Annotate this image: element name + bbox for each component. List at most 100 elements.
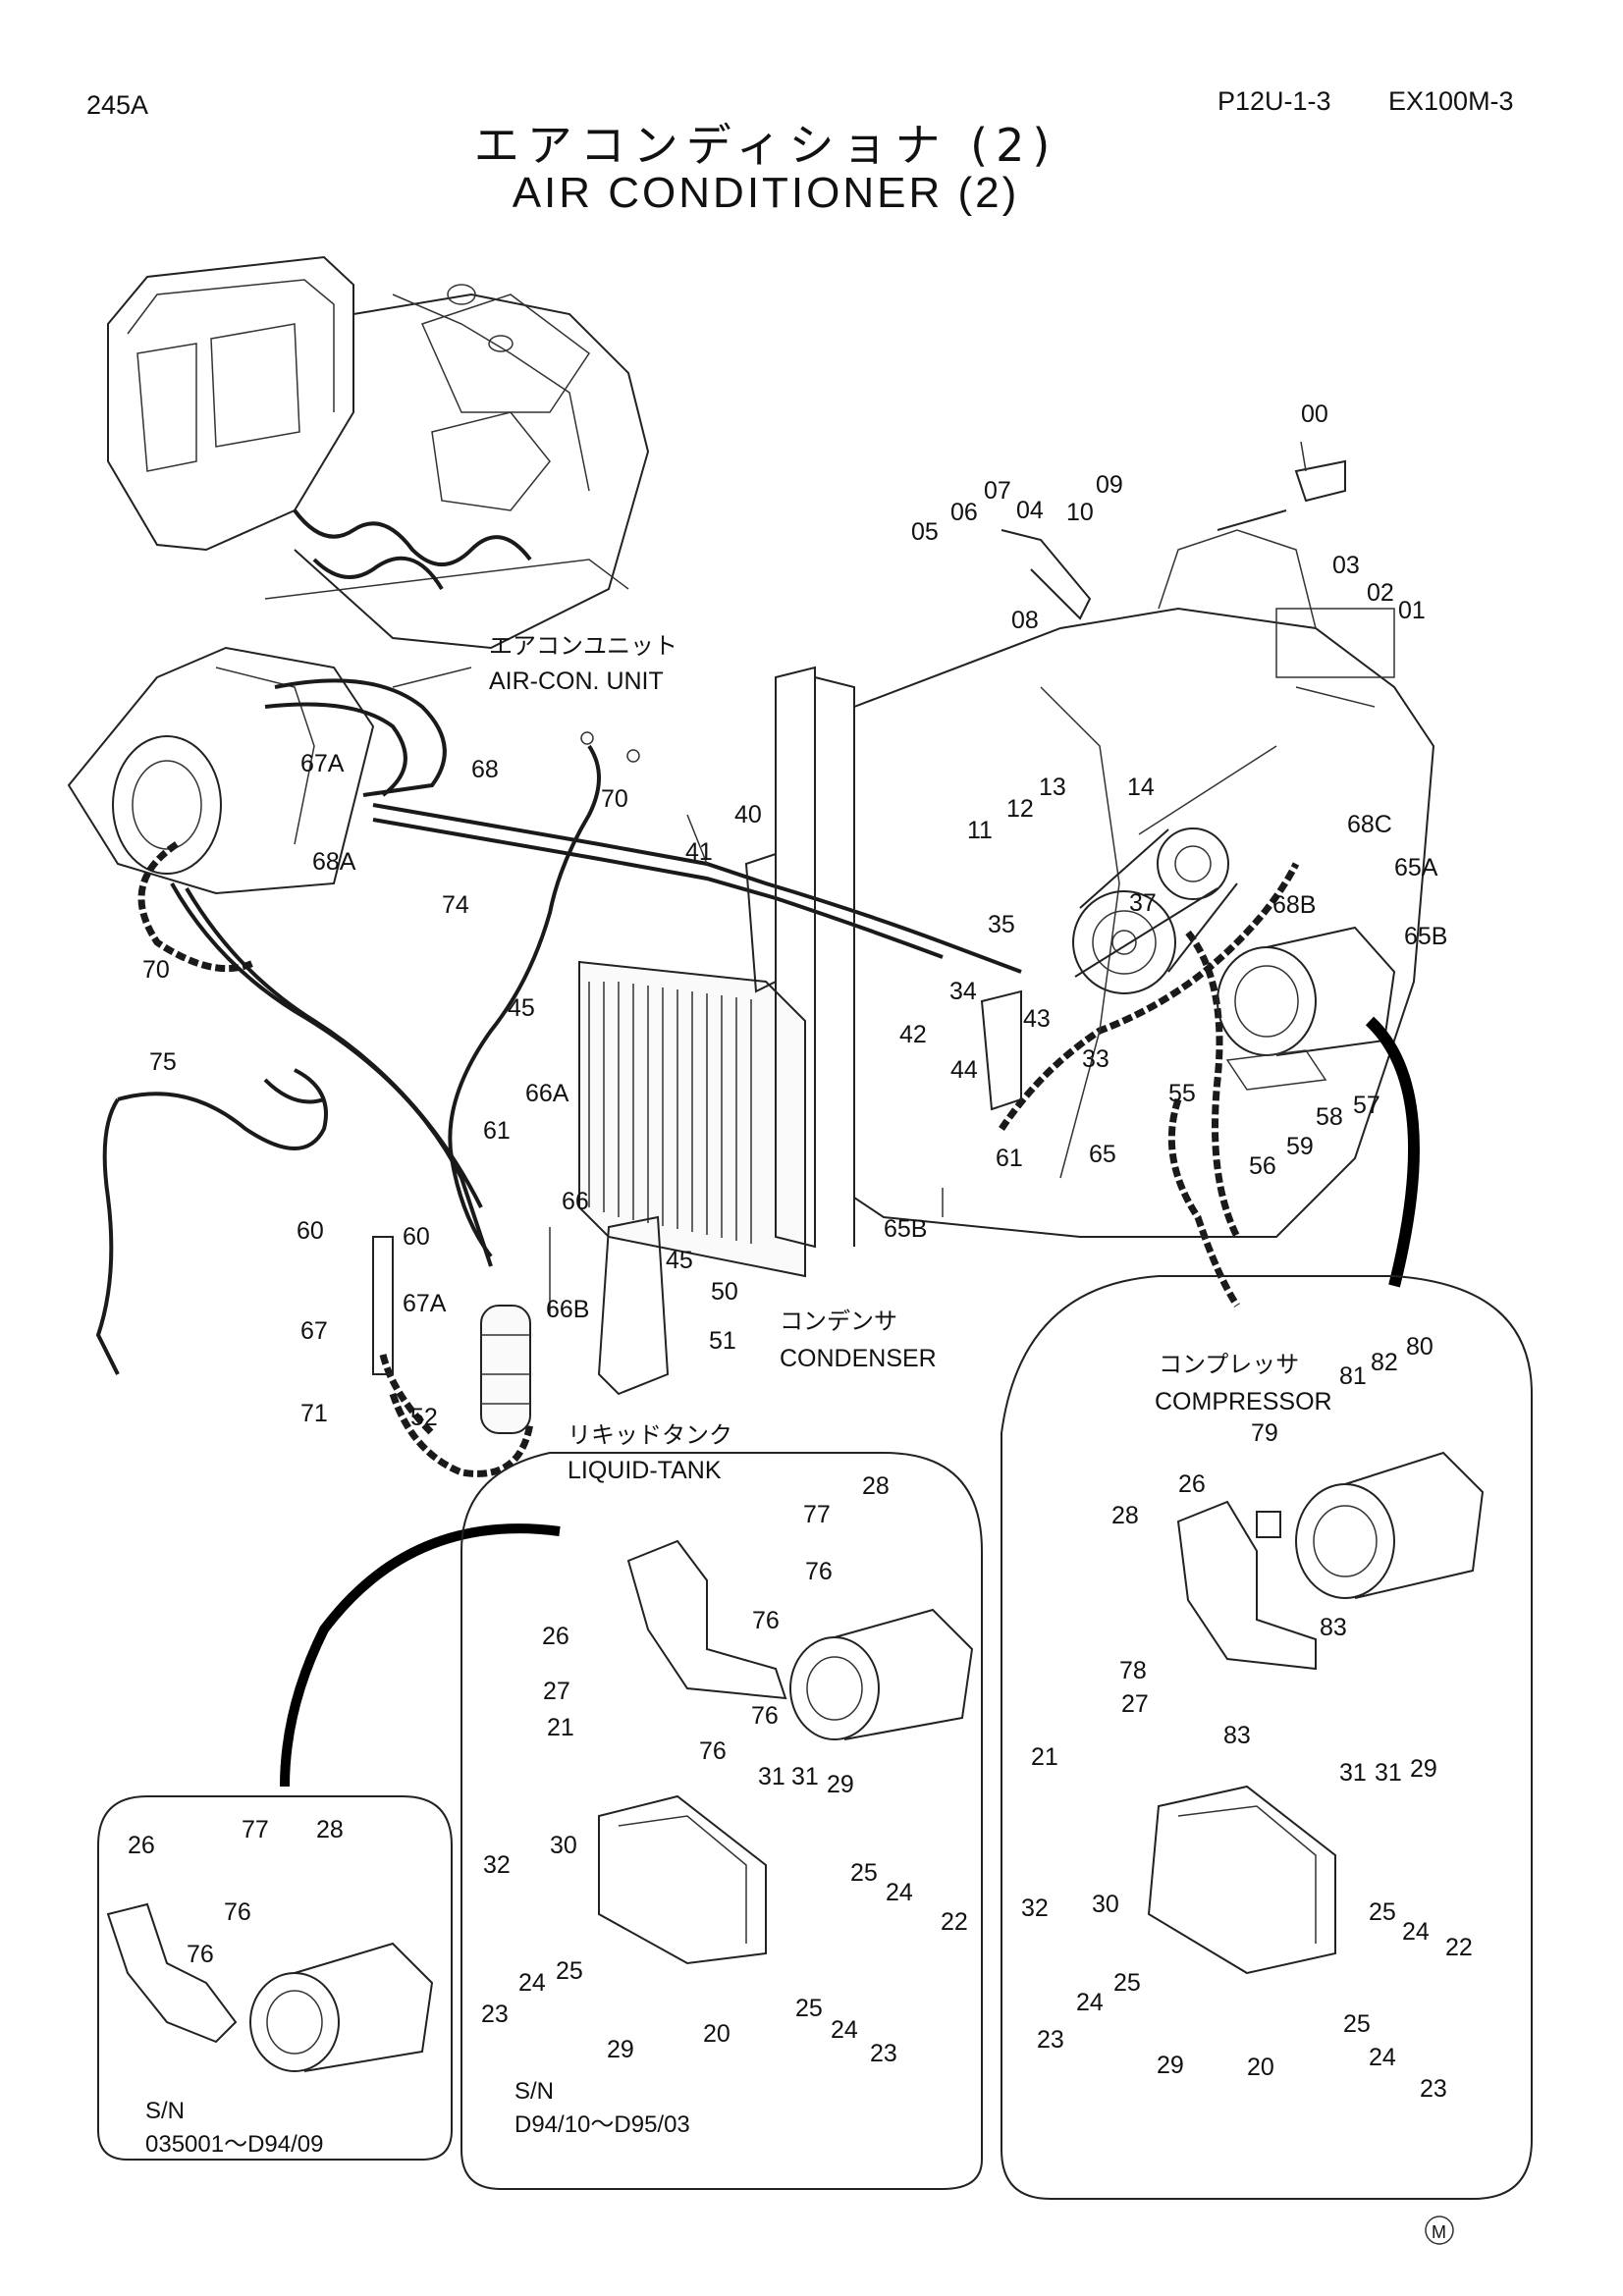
condenser <box>578 666 855 1278</box>
part-number-25: 25 <box>1369 1898 1396 1926</box>
part-number-58: 58 <box>1316 1103 1343 1131</box>
part-number-52: 52 <box>410 1404 438 1431</box>
part-number-65b: 65B <box>884 1215 927 1243</box>
part-number-45: 45 <box>666 1247 693 1274</box>
part-number-51: 51 <box>709 1327 736 1355</box>
part-number-05: 05 <box>911 518 939 546</box>
part-number-31: 31 <box>1375 1759 1402 1787</box>
middle-inset-sn: S/N <box>514 2078 554 2105</box>
part-number-68a: 68A <box>312 848 356 876</box>
part-number-65: 65 <box>1089 1141 1116 1168</box>
mark-circle <box>1425 2216 1454 2245</box>
part-number-76: 76 <box>224 1898 251 1926</box>
part-number-02: 02 <box>1367 579 1394 607</box>
part-number-45: 45 <box>508 994 535 1022</box>
part-number-55: 55 <box>1168 1080 1196 1107</box>
part-number-75: 75 <box>149 1048 177 1076</box>
engine <box>853 529 1435 1238</box>
part-number-08: 08 <box>1011 607 1039 634</box>
part-number-60: 60 <box>403 1223 430 1251</box>
part-number-30: 30 <box>550 1832 577 1859</box>
part-number-31: 31 <box>1339 1759 1367 1787</box>
part-number-21: 21 <box>547 1714 574 1741</box>
part-number-67a: 67A <box>300 750 345 777</box>
part-number-74: 74 <box>442 891 469 919</box>
part-number-71: 71 <box>300 1400 328 1427</box>
part-number-76: 76 <box>805 1558 833 1585</box>
part-number-25: 25 <box>795 1995 823 2022</box>
part-number-23: 23 <box>1420 2075 1447 2103</box>
liquid-tank <box>372 1215 670 1434</box>
air-con-unit-label: AIR-CON. UNIT <box>489 667 664 695</box>
part-number-79: 79 <box>1251 1419 1278 1447</box>
part-number-33: 33 <box>1082 1045 1109 1073</box>
compressor-label-jp: コンプレッサ <box>1159 1351 1299 1378</box>
part-number-23: 23 <box>1037 2026 1064 2054</box>
part-number-65a: 65A <box>1394 854 1438 881</box>
part-number-35: 35 <box>988 911 1015 938</box>
part-number-06: 06 <box>950 499 978 526</box>
part-number-24: 24 <box>518 1969 546 1997</box>
part-number-23: 23 <box>481 2001 509 2028</box>
inset-compressor-middle <box>598 1539 974 1965</box>
part-number-24: 24 <box>886 1879 913 1906</box>
part-number-83: 83 <box>1223 1722 1251 1749</box>
left-inset-sn: S/N <box>145 2098 185 2124</box>
part-number-76: 76 <box>751 1702 779 1730</box>
part-number-25: 25 <box>850 1859 878 1887</box>
part-number-41: 41 <box>685 838 713 866</box>
part-number-21: 21 <box>1031 1743 1058 1771</box>
part-number-78: 78 <box>1119 1657 1147 1684</box>
part-number-40: 40 <box>734 801 762 828</box>
part-number-76: 76 <box>699 1737 727 1765</box>
part-number-57: 57 <box>1353 1092 1380 1119</box>
part-number-28: 28 <box>862 1472 890 1500</box>
part-number-66b: 66B <box>546 1296 589 1323</box>
air-con-unit <box>67 646 640 1258</box>
part-number-68c: 68C <box>1347 811 1392 838</box>
part-number-43: 43 <box>1023 1005 1051 1033</box>
part-number-24: 24 <box>1369 2044 1396 2071</box>
part-number-59: 59 <box>1286 1133 1314 1160</box>
page-code: 245A <box>86 90 149 120</box>
inset-compressor-right <box>1147 1451 1485 1975</box>
page-title-japanese: エアコンディショナ (2) <box>473 119 1058 172</box>
part-number-32: 32 <box>1021 1895 1049 1922</box>
part-number-83: 83 <box>1320 1614 1347 1641</box>
part-number-31: 31 <box>758 1763 785 1790</box>
part-number-42: 42 <box>899 1021 927 1048</box>
compressor-upper <box>1217 926 1396 1091</box>
part-number-50: 50 <box>711 1278 738 1306</box>
part-number-11: 11 <box>967 817 993 844</box>
part-number-66a: 66A <box>525 1080 569 1107</box>
part-number-56: 56 <box>1249 1152 1276 1180</box>
part-number-00: 00 <box>1301 400 1328 428</box>
inset-frames <box>97 1275 1533 2200</box>
part-number-29: 29 <box>1410 1755 1437 1783</box>
model-number: EX100M-3 <box>1388 86 1514 116</box>
part-number-04: 04 <box>1016 497 1044 524</box>
part-number-25: 25 <box>556 1957 583 1985</box>
part-number-25: 25 <box>1343 2010 1371 2038</box>
part-number-24: 24 <box>831 2016 858 2044</box>
part-number-77: 77 <box>242 1816 269 1843</box>
part-number-65b: 65B <box>1404 923 1447 950</box>
part-number-67a: 67A <box>403 1290 447 1317</box>
part-number-27: 27 <box>1121 1690 1149 1718</box>
left-inset-range: 035001～D94/09 <box>145 2131 323 2158</box>
part-number-12: 12 <box>1006 795 1034 823</box>
air-con-unit-label-jp: エアコンユニット <box>489 632 677 660</box>
part-number-61: 61 <box>483 1117 511 1145</box>
part-number-31: 31 <box>791 1763 819 1790</box>
part-number-26: 26 <box>1178 1470 1206 1498</box>
part-number-22: 22 <box>941 1908 968 1936</box>
part-number-44: 44 <box>950 1056 978 1084</box>
part-number-25: 25 <box>1113 1969 1141 1997</box>
part-number-22: 22 <box>1445 1934 1473 1961</box>
page-reference: P12U-1-3 <box>1217 86 1331 116</box>
brackets <box>744 459 1346 1111</box>
part-number-60: 60 <box>297 1217 324 1245</box>
excavator-illustration <box>107 255 650 650</box>
